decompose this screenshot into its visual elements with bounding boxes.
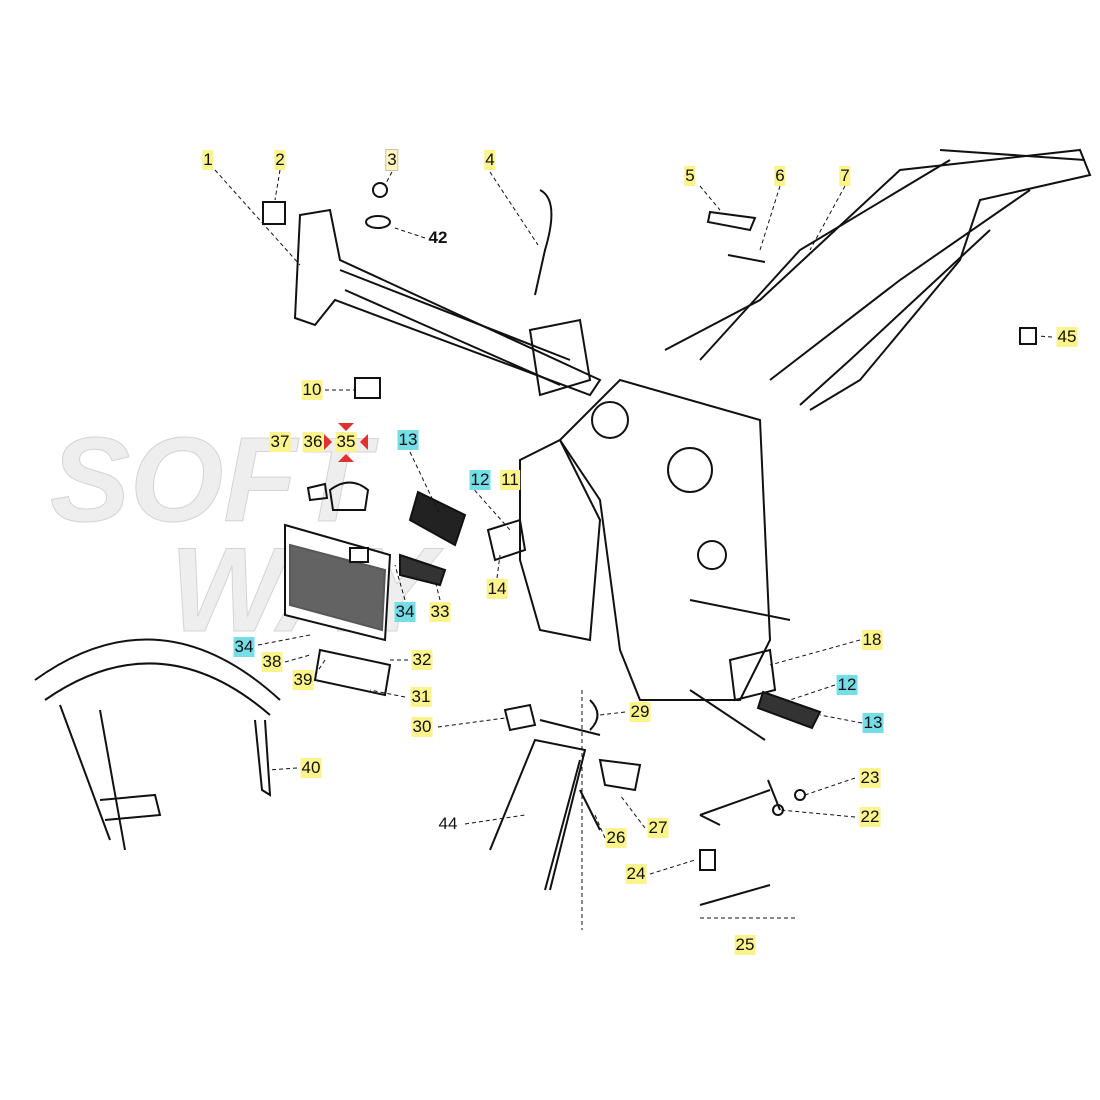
- callout-label-1[interactable]: 1: [202, 150, 214, 170]
- callout-label-29[interactable]: 29: [629, 702, 651, 722]
- callout-label-10[interactable]: 10: [301, 380, 323, 400]
- callout-label-38[interactable]: 38: [261, 652, 283, 672]
- center-stand: [489, 599, 806, 906]
- callout-label-45[interactable]: 45: [1056, 327, 1078, 347]
- main-frame: [293, 208, 772, 701]
- callout-label-14[interactable]: 14: [486, 579, 508, 599]
- callout-label-12[interactable]: 12: [469, 470, 491, 490]
- callout-label-23[interactable]: 23: [859, 768, 881, 788]
- callout-label-30[interactable]: 30: [411, 717, 433, 737]
- callout-label-33[interactable]: 33: [429, 602, 451, 622]
- callout-label-27[interactable]: 27: [647, 818, 669, 838]
- callout-label-42[interactable]: 42: [428, 228, 448, 247]
- callout-label-7[interactable]: 7: [839, 166, 851, 186]
- selection-marker: [324, 423, 368, 462]
- callout-label-26[interactable]: 26: [605, 828, 627, 848]
- callout-label-11[interactable]: 11: [500, 470, 520, 490]
- callout-label-39[interactable]: 39: [292, 670, 314, 690]
- callout-label-37[interactable]: 37: [269, 432, 291, 452]
- callout-label-6[interactable]: 6: [774, 166, 786, 186]
- front-guard: [34, 638, 281, 851]
- callout-label-34[interactable]: 34: [233, 637, 255, 657]
- callout-label-2[interactable]: 2: [274, 150, 286, 170]
- callout-label-3[interactable]: 3: [385, 149, 399, 171]
- callout-label-34[interactable]: 34: [394, 602, 416, 622]
- callout-label-5[interactable]: 5: [684, 166, 696, 186]
- callout-label-18[interactable]: 18: [861, 630, 883, 650]
- callout-label-44[interactable]: 44: [438, 814, 458, 833]
- callout-label-24[interactable]: 24: [625, 864, 647, 884]
- radiator: [284, 523, 392, 697]
- callout-label-13[interactable]: 13: [862, 713, 884, 733]
- callout-label-40[interactable]: 40: [300, 758, 322, 778]
- callout-label-12[interactable]: 12: [836, 675, 858, 695]
- callout-label-13[interactable]: 13: [397, 430, 419, 450]
- callout-label-22[interactable]: 22: [859, 807, 881, 827]
- rear-subframe: [664, 148, 1092, 411]
- callout-label-4[interactable]: 4: [484, 150, 496, 170]
- callout-label-31[interactable]: 31: [410, 687, 432, 707]
- callout-label-32[interactable]: 32: [411, 650, 433, 670]
- callout-label-36[interactable]: 36: [302, 432, 324, 452]
- leader-lines: [214, 169, 1053, 930]
- callout-label-35[interactable]: 35: [335, 432, 357, 452]
- small-parts: [262, 182, 1037, 730]
- callout-label-25[interactable]: 25: [734, 935, 756, 955]
